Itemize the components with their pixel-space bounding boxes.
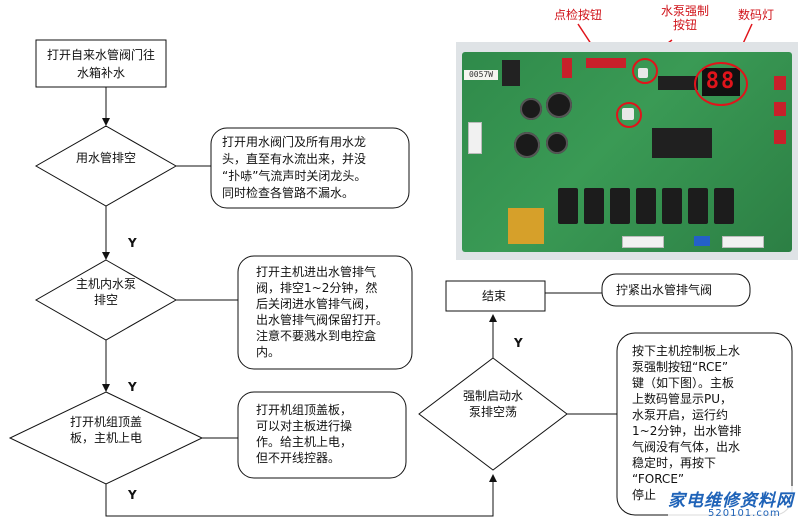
note-4-line: 稳定时，再按下: [632, 456, 717, 470]
note-1-line: “扑哧”气流声时关闭龙头。: [222, 169, 367, 183]
note-3-text: 打开机组顶盖板， 可以对主板进行操 作。给主机上电， 但不开线控器。: [256, 402, 352, 466]
relay-7: [714, 188, 734, 224]
white-connector-left: [468, 122, 482, 154]
note-2-text: 打开主机进出水管排气 阀，排空1~2分钟，然 后关闭进水管排气阀， 出水管排气阀…: [256, 264, 388, 360]
note-1-line: 打开用水阀门及所有用水龙: [222, 135, 367, 149]
watermark: 家电维修资料网 520101.com: [668, 486, 802, 522]
start-text: 打开自来水管阀门往水箱补水: [46, 48, 155, 80]
note-box-3: [237, 391, 407, 479]
watermark-domain: 520101.com: [708, 508, 781, 519]
note-1-line: 同时检查各管路不漏水。: [222, 186, 355, 200]
connector-black: [502, 60, 520, 86]
white-connector-bottom-2: [722, 236, 764, 248]
relay-3: [610, 188, 630, 224]
highlight-pump-button: [632, 58, 658, 84]
note-4-line: 水泵开启，运行约: [632, 408, 729, 422]
arrow-d3-d4: [105, 474, 497, 517]
note-3-line: 可以对主板进行操: [256, 419, 353, 433]
red-connector-right-1: [774, 76, 786, 90]
note-4-text: 按下主机控制板上水 泵强制按钮“RCE” 键（如下图）。主板 上数码管显示PU，…: [632, 343, 741, 503]
yes-label-3: Y: [128, 488, 137, 502]
watermark-text: 家电维修资料网: [668, 491, 794, 511]
relay-1: [558, 188, 578, 224]
note-4-line: 气阀没有气体，出水: [632, 440, 741, 454]
blue-connector: [694, 236, 710, 246]
end-text: 结束: [482, 289, 507, 303]
red-connector-top: [586, 58, 626, 68]
yes-label-4: Y: [514, 336, 523, 350]
note-5-text: 拧紧出水管排气阀: [616, 283, 713, 297]
relay-6: [688, 188, 708, 224]
decision-4-text: 强制启动水泵排空荡: [463, 389, 524, 419]
pcb-photo: 0057W 88: [456, 42, 798, 260]
yes-label-2: Y: [128, 380, 137, 394]
capacitor-3: [514, 132, 540, 158]
note-1-line: 头，直至有水流出来，并没: [222, 152, 367, 166]
note-2-line: 阀，排空1~2分钟，然: [256, 281, 378, 295]
note-3-line: 但不开线控器。: [256, 451, 341, 465]
note-4-line: “FORCE”: [632, 472, 685, 486]
decision-3-text: 打开机组顶盖板，主机上电: [69, 415, 142, 445]
label-pump-button: 水泵强制按钮: [660, 4, 709, 32]
start-box: [35, 39, 167, 88]
note-4-line: 泵强制按钮“RCE”: [632, 360, 729, 374]
relay-4: [636, 188, 656, 224]
note-2-line: 注意不要溅水到电控盒: [256, 329, 377, 343]
highlight-check-button: [616, 102, 642, 128]
label-check-button: 点检按钮: [553, 8, 602, 22]
note-2-line: 内。: [256, 345, 281, 359]
decision-2-text: 主机内水泵排空: [75, 277, 136, 307]
red-connector-right-2: [774, 102, 786, 116]
capacitor-4: [546, 132, 568, 154]
white-connector-bottom-1: [622, 236, 664, 248]
note-box-2: [237, 255, 413, 370]
note-3-line: 作。给主机上电，: [256, 435, 353, 449]
note-box-1: [210, 127, 410, 209]
note-4-line: 按下主机控制板上水: [632, 344, 741, 358]
note-2-line: 打开主机进出水管排气: [256, 265, 377, 279]
note-4-line: 1~2分钟，出水管排: [632, 424, 742, 438]
red-connector-right-3: [774, 130, 786, 144]
dip-switch: [562, 58, 572, 78]
note-1-text: 打开用水阀门及所有用水龙 头，直至有水流出来，并没 “扑哧”气流声时关闭龙头。 …: [222, 134, 366, 202]
note-2-line: 出水管排气阀保留打开。: [256, 313, 389, 327]
yes-label-1: Y: [128, 236, 137, 250]
note-4-line: 键（如下图）。主板: [632, 376, 735, 390]
board-tag: 0057W: [464, 70, 498, 80]
capacitor-2: [546, 92, 572, 118]
note-2-line: 后关闭进水管排气阀，: [256, 297, 377, 311]
ic-chip-1: [658, 76, 698, 90]
label-digit-display: 数码灯: [737, 8, 774, 22]
note-4-line: 上数码管显示PU，: [632, 392, 733, 406]
end-box: [445, 280, 546, 312]
capacitor-1: [520, 98, 542, 120]
transformer: [508, 208, 544, 244]
relay-2: [584, 188, 604, 224]
decision-diamond-4: [418, 357, 568, 471]
relay-5: [662, 188, 682, 224]
highlight-digit-display: [694, 62, 748, 106]
note-box-5: [601, 273, 751, 307]
decision-1-text: 用水管排空: [75, 151, 136, 165]
note-4-line: 停止: [632, 488, 657, 502]
ic-chip-2: [652, 128, 712, 158]
note-3-line: 打开机组顶盖板，: [256, 403, 353, 417]
decision-diamond-1: [34, 125, 178, 207]
